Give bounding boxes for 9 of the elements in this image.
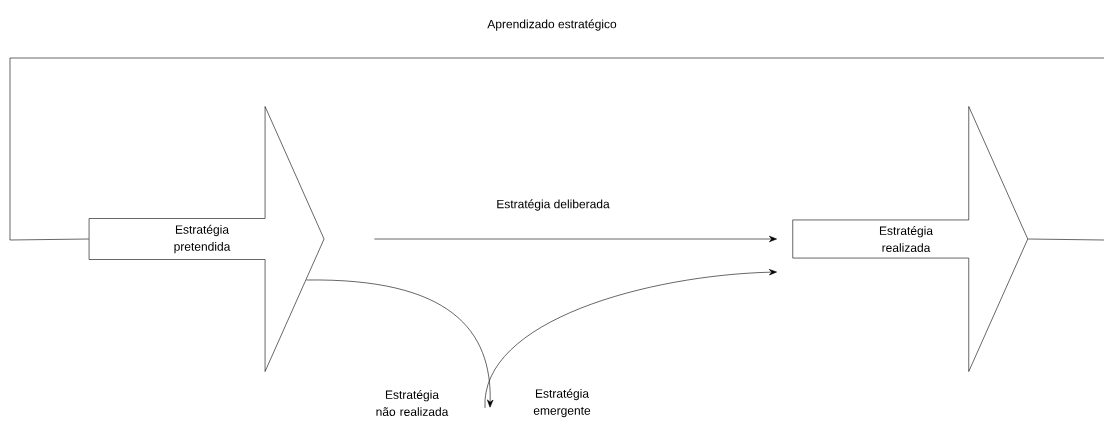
edge-label: Estratégia emergente [533,388,591,418]
edge-label: Estratégia não realizada [376,390,449,416]
arrow [374,235,777,243]
edge-label: Estratégia deliberada [497,199,610,211]
edge-label: Aprendizado estratégico [487,19,617,31]
arrow [484,269,777,409]
feedback-line [1027,238,1104,241]
feedback-line [9,57,1104,241]
arrow [306,279,494,408]
